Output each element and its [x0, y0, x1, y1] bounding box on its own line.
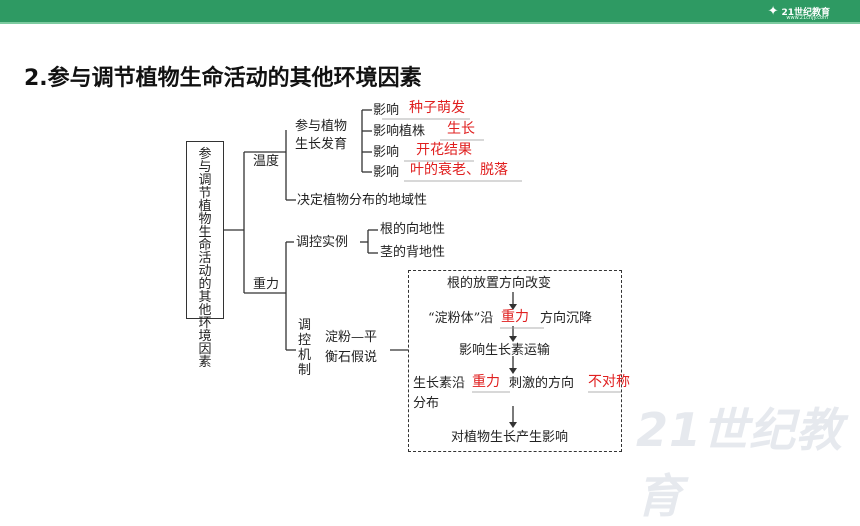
root-node-label: 参与调节植物生命活动的其他环境因素 — [198, 147, 212, 370]
effect-1-prefix: 影响 — [373, 103, 400, 118]
effect-3-prefix: 影响 — [373, 145, 400, 160]
distribution-text: 决定植物分布的地域性 — [297, 193, 428, 208]
example-root: 根的向地性 — [380, 222, 446, 237]
brand-logo: ✦ 21世纪教育 — [768, 3, 830, 19]
root-node: 参与调节植物生命活动的其他环境因素 — [186, 141, 224, 369]
participate-line-2: 生长发育 — [295, 137, 348, 152]
step-1: 根的放置方向改变 — [447, 276, 552, 291]
step-2-post: 方向沉降 — [540, 311, 593, 326]
step-4-mid: 刺激的方向 — [509, 376, 575, 391]
banner-divider — [0, 22, 860, 24]
effect-2-answer: 生长 — [447, 121, 475, 137]
effect-1-answer: 种子萌发 — [409, 100, 465, 116]
step-4-post: 分布 — [413, 396, 440, 411]
step-2-pre: “淀粉体”沿 — [428, 311, 494, 326]
examples-label: 调控实例 — [296, 235, 349, 250]
step-5: 对植物生长产生影响 — [451, 430, 569, 445]
page-title: 2.参与调节植物生命活动的其他环境因素 — [24, 66, 422, 91]
example-stem: 茎的背地性 — [380, 245, 446, 260]
step-4-pre: 生长素沿 — [413, 376, 466, 391]
step-4-answer-1: 重力 — [472, 374, 500, 390]
effect-4-answer: 叶的衰老、脱落 — [410, 162, 508, 178]
gravity-label: 重力 — [253, 277, 280, 292]
participate-line-1: 参与植物 — [295, 119, 348, 134]
top-banner — [0, 0, 860, 22]
step-4-answer-2: 不对称 — [588, 374, 630, 390]
logo-text: 21世纪教育 — [781, 7, 830, 18]
effect-4-prefix: 影响 — [373, 165, 400, 180]
step-2-answer: 重力 — [501, 309, 529, 325]
step-3: 影响生长素运输 — [459, 343, 551, 358]
diagram-connectors — [224, 109, 622, 428]
effect-2-prefix: 影响植株 — [373, 124, 426, 139]
runner-icon: ✦ — [767, 3, 779, 19]
hypothesis-line-1: 淀粉—平 — [325, 330, 378, 345]
logo-url: www.21cnjy.com — [786, 15, 828, 21]
mechanism-box — [408, 270, 622, 452]
mechanism-label: 调控机制 — [298, 318, 312, 378]
effect-3-answer: 开花结果 — [416, 142, 472, 158]
temperature-label: 温度 — [253, 154, 280, 169]
hypothesis-line-2: 衡石假说 — [325, 350, 378, 365]
